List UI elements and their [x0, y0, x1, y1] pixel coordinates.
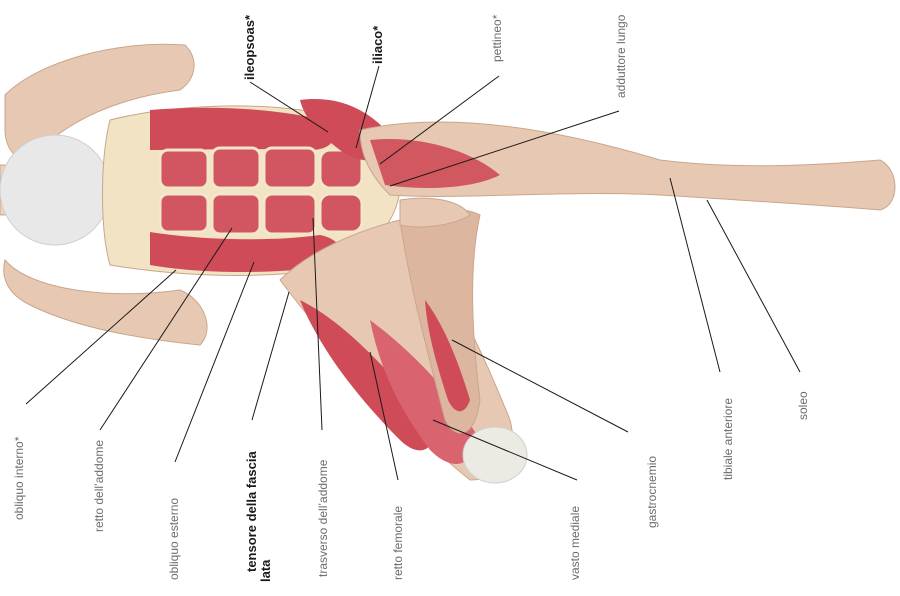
label-trasverso: trasverso dell’addome	[317, 460, 330, 577]
label-obliquo-interno: obliquo interno*	[13, 437, 26, 520]
label-pettineo: pettineo*	[491, 15, 504, 62]
label-ileopsoas: ileopsoas*	[243, 15, 256, 80]
label-tibiale-anteriore: tibiale anteriore	[722, 398, 735, 480]
label-adduttore-lungo: adduttore lungo	[615, 15, 628, 98]
label-tensore-1: tensore della fascia	[245, 451, 258, 572]
label-retto-femorale: retto femorale	[392, 506, 405, 580]
label-iliaco: iliaco*	[371, 26, 384, 64]
label-tensore-2: lata	[259, 560, 272, 582]
label-vasto-mediale: vasto mediale	[569, 506, 582, 580]
label-retto-addome: retto dell’addome	[93, 440, 106, 532]
head	[0, 135, 110, 245]
label-soleo: soleo	[797, 391, 810, 420]
label-obliquo-esterno: obliquo esterno	[168, 498, 181, 580]
label-gastrocnemio: gastrocnemio	[646, 456, 659, 528]
